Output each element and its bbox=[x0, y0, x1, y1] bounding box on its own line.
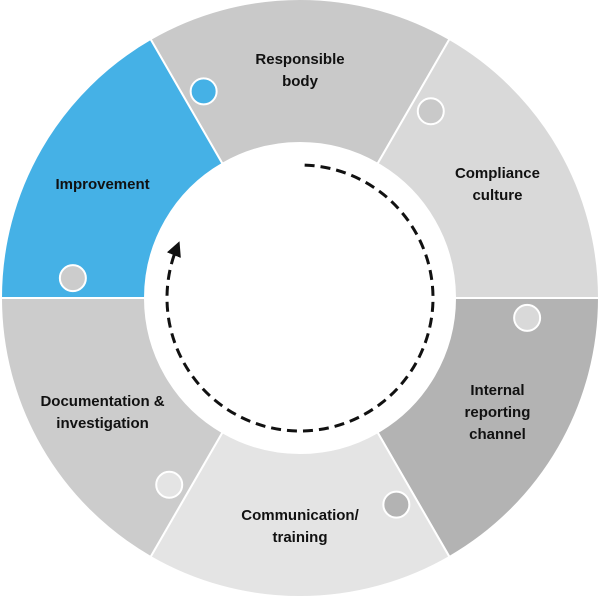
label-improvement: Improvement bbox=[55, 176, 149, 193]
label-line: body bbox=[282, 73, 318, 90]
puzzle-knob bbox=[189, 77, 218, 106]
cycle-arrow bbox=[165, 163, 435, 433]
label-communication-training: Communication/training bbox=[241, 507, 359, 546]
label-line: Communication/ bbox=[241, 507, 359, 524]
puzzle-knob-group bbox=[58, 77, 542, 519]
label-line: Documentation & bbox=[40, 393, 164, 410]
label-line: Compliance bbox=[455, 165, 540, 182]
label-internal-reporting-channel: Internal reporting channel bbox=[465, 382, 531, 443]
center-hole bbox=[145, 143, 455, 453]
label-line: reporting bbox=[465, 404, 531, 421]
puzzle-knob bbox=[58, 264, 87, 293]
label-line: Responsible bbox=[255, 51, 344, 68]
puzzle-knob bbox=[382, 490, 411, 519]
puzzle-knob bbox=[416, 97, 445, 126]
label-documentation-investigation: Documentation & investigation bbox=[40, 393, 164, 432]
label-line: Internal bbox=[470, 382, 524, 399]
puzzle-knob bbox=[513, 303, 542, 332]
label-line: training bbox=[273, 529, 328, 546]
label-responsible-body: Responsible body bbox=[255, 51, 344, 90]
label-line: Improvement bbox=[55, 176, 149, 193]
label-line: culture bbox=[472, 187, 522, 204]
label-line: channel bbox=[469, 426, 526, 443]
label-line: investigation bbox=[56, 415, 149, 432]
puzzle-knob bbox=[155, 470, 184, 499]
label-compliance-culture: Compliance culture bbox=[455, 165, 540, 204]
